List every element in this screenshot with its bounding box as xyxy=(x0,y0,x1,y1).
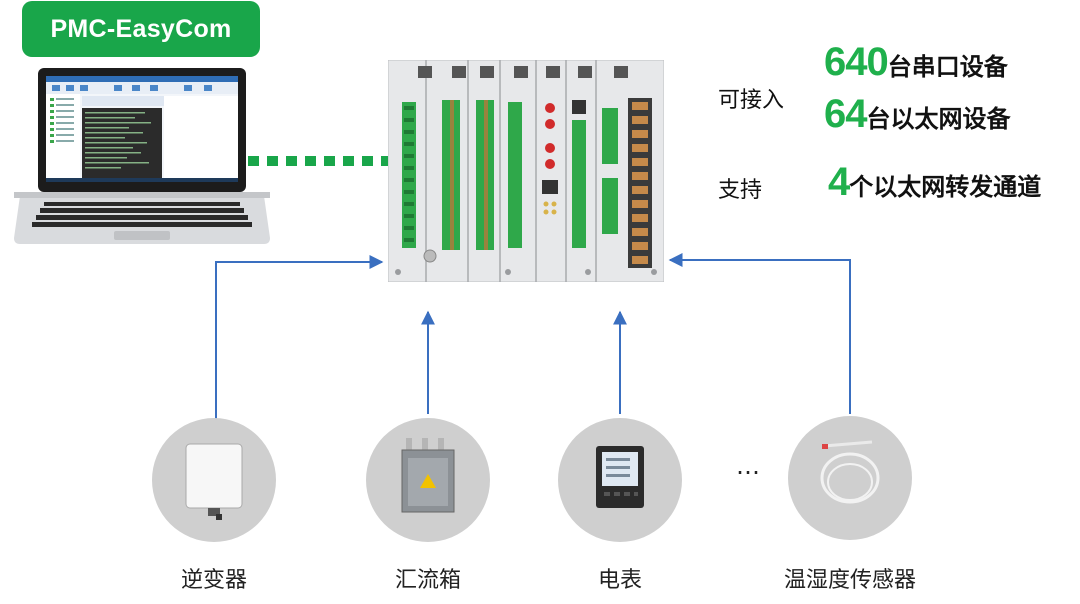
inverter-circle xyxy=(152,418,276,542)
forward-unit: 个以太网转发通道 xyxy=(849,173,1042,201)
forward-channel-row: 4 个以太网转发通道 xyxy=(828,160,1041,205)
forward-prefix-label: 支持 xyxy=(718,178,763,203)
communication-manager-device xyxy=(388,60,664,282)
inverter-label: 逆变器 xyxy=(180,568,247,593)
forward-prefix: 支持 xyxy=(718,172,762,204)
serial-capacity-row: 640 台串口设备 xyxy=(824,40,1008,85)
sensor-arrow xyxy=(668,253,851,414)
power-meter-circle xyxy=(558,418,682,542)
ethernet-capacity-row: 64 台以太网设备 xyxy=(824,92,1011,137)
serial-count: 640 xyxy=(824,40,889,84)
combiner-box-label: 汇流箱 xyxy=(394,568,461,593)
serial-capacity-prefix: 可接入 xyxy=(718,82,784,114)
ethernet-unit: 台以太网设备 xyxy=(866,105,1011,133)
serial-unit: 台串口设备 xyxy=(887,53,1008,81)
inverter-icon xyxy=(185,443,243,520)
power-meter-icon xyxy=(596,446,644,508)
product-badge: PMC-EasyCom xyxy=(22,1,260,57)
more-devices-ellipsis: … xyxy=(736,452,762,480)
forward-count: 4 xyxy=(828,160,850,204)
temperature-humidity-sensor-icon xyxy=(820,440,880,504)
connection-link xyxy=(248,156,388,166)
ethernet-count: 64 xyxy=(824,92,867,136)
combiner-box-icon xyxy=(401,438,455,513)
inverter-arrow xyxy=(215,255,384,420)
laptop-icon xyxy=(14,68,270,244)
combiner-box-circle xyxy=(366,418,490,542)
sensor-label: 温湿度传感器 xyxy=(783,568,916,593)
serial-prefix-label: 可接入 xyxy=(718,88,785,113)
sensor-circle xyxy=(788,416,912,540)
power-meter-label: 电表 xyxy=(597,568,642,593)
